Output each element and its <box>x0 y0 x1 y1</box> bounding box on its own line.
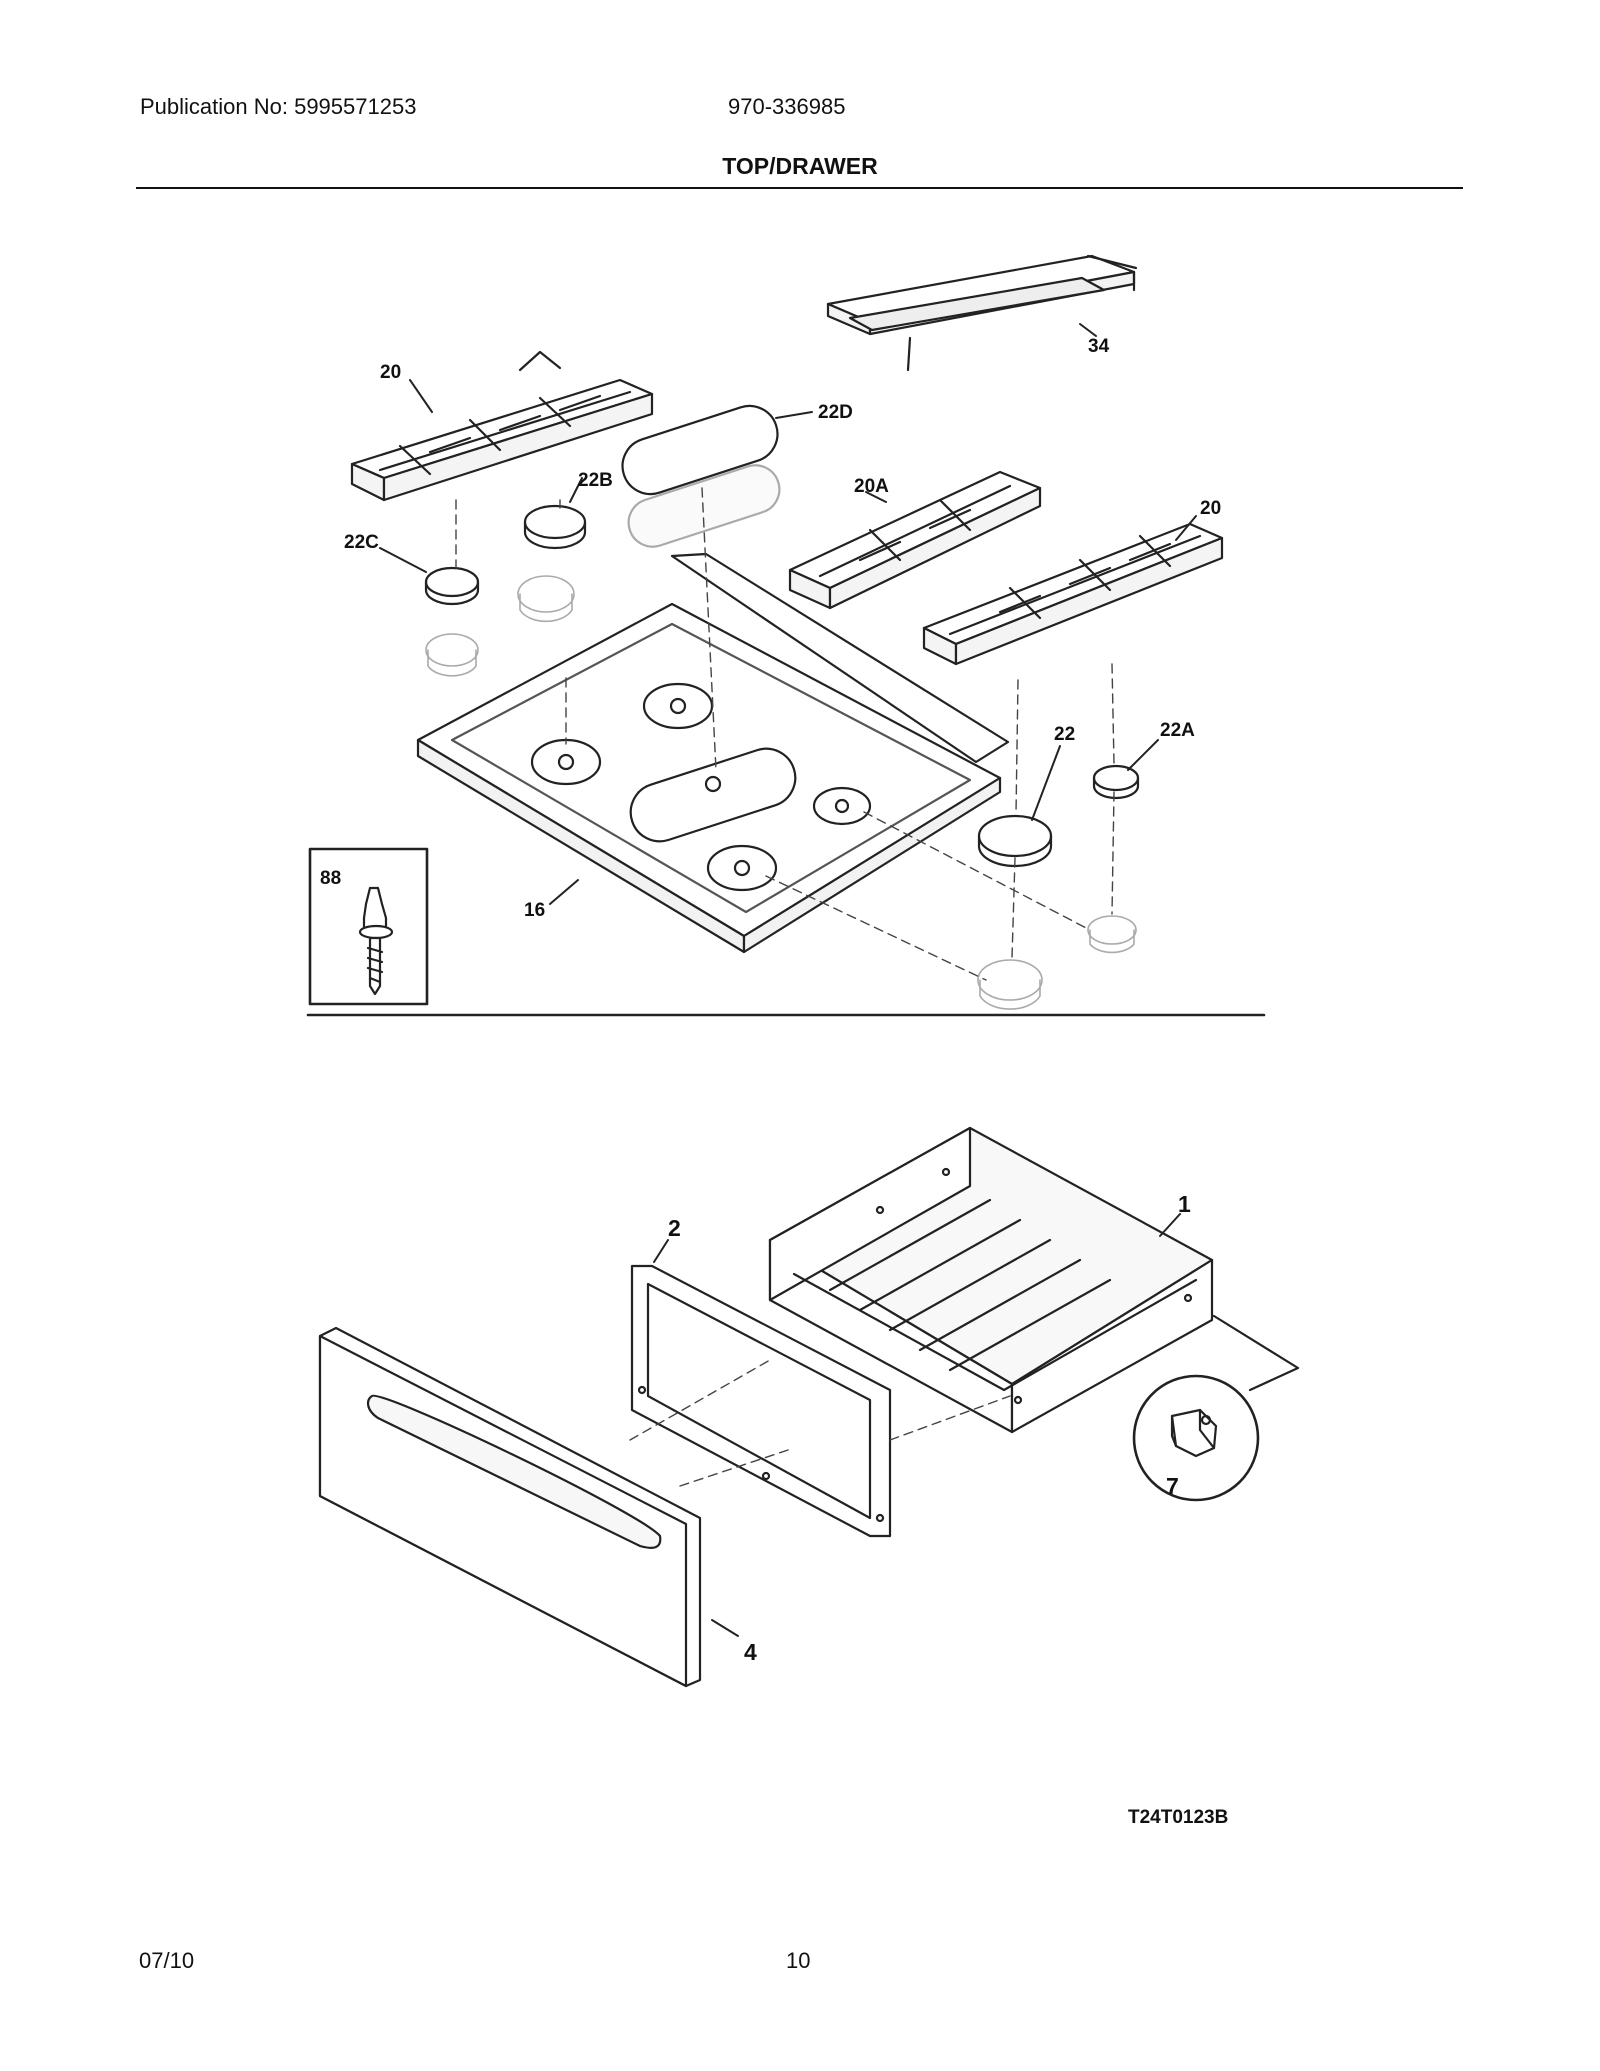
callout-2: 2 <box>668 1215 681 1241</box>
drawer-front-panel-4 <box>318 1326 702 1688</box>
figure-code: T24T0123B <box>1128 1807 1229 1828</box>
model-number: 970-336985 <box>728 94 846 119</box>
callout-7: 7 <box>1166 1473 1179 1499</box>
burner-cap-22C <box>424 566 480 598</box>
drawer-frame-2 <box>630 1264 892 1538</box>
header-rule <box>136 187 1463 189</box>
leader-lines-top <box>379 323 1197 905</box>
oval-burner-cap-22D <box>621 404 781 548</box>
burner-heads <box>425 575 1137 1010</box>
assembly-lines-top <box>455 487 1115 981</box>
callout-22: 22 <box>1054 724 1075 745</box>
callout-20-left: 20 <box>380 362 401 383</box>
callout-20-right: 20 <box>1200 498 1221 519</box>
callout-88: 88 <box>320 868 341 889</box>
callout-34: 34 <box>1088 336 1110 357</box>
drawer-glide-inset-7 <box>1132 1314 1300 1502</box>
callout-22A: 22A <box>1160 720 1195 741</box>
screw-inset-88 <box>308 847 429 1006</box>
burner-cap-22 <box>977 814 1053 858</box>
burner-grate-center-20A <box>788 470 1042 610</box>
callout-4: 4 <box>744 1639 757 1665</box>
griddle-part-34 <box>826 254 1138 372</box>
burner-cap-22A <box>1092 764 1140 792</box>
burner-grate-right-20 <box>922 522 1224 666</box>
cooktop-panel-16 <box>416 552 1010 954</box>
drawer-body-1 <box>768 1126 1214 1434</box>
leader-lines-bottom <box>653 1213 1181 1637</box>
page-title: TOP/DRAWER <box>722 153 878 179</box>
callout-1: 1 <box>1178 1191 1191 1217</box>
assembly-lines-bottom <box>629 1359 1011 1487</box>
callout-22C: 22C <box>344 532 379 553</box>
callout-16: 16 <box>524 900 545 921</box>
footer-date: 07/10 <box>139 1948 195 1973</box>
burner-cap-22B <box>523 504 587 540</box>
page-number: 10 <box>786 1948 811 1973</box>
publication-number: Publication No: 5995571253 <box>140 94 417 119</box>
burner-grate-left-20 <box>350 350 654 502</box>
callout-20A: 20A <box>854 476 889 497</box>
callout-22D: 22D <box>818 402 853 423</box>
callout-22B: 22B <box>578 470 613 491</box>
